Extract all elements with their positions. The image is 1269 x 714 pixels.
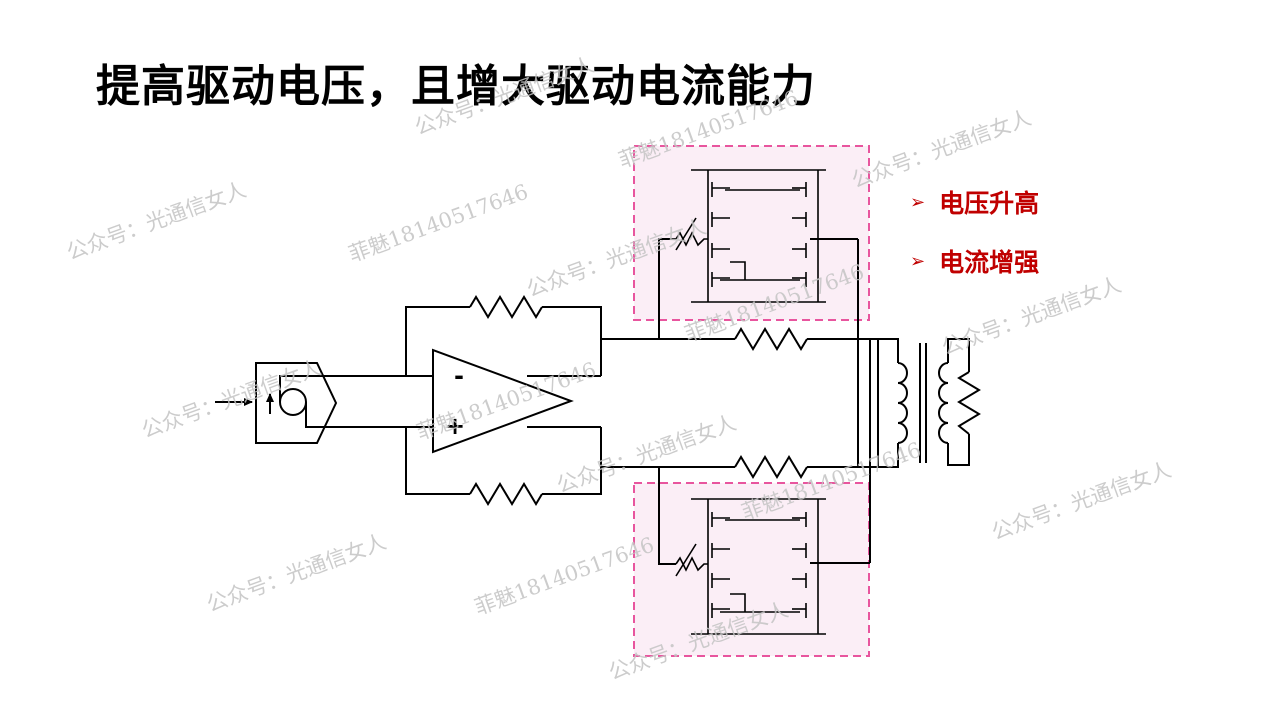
opamp-plus-label: + xyxy=(445,412,465,440)
top-series-resistor xyxy=(734,327,808,351)
top-driver-box xyxy=(633,145,870,321)
watermark-text: 公众号：光通信女人 xyxy=(139,356,325,443)
watermark-text: 菲魅18140517646 xyxy=(346,180,532,267)
bullet-item: ➢ 电压升高 xyxy=(910,182,1039,222)
watermark-text: 菲魅18140517646 xyxy=(472,533,658,620)
opamp-minus-label: - xyxy=(454,362,464,390)
watermark-text: 公众号：光通信女人 xyxy=(64,178,250,265)
arrowhead-bullet-icon: ➢ xyxy=(910,250,926,272)
bottom-driver-box xyxy=(633,482,870,657)
bullet-label: 电流增强 xyxy=(939,248,1040,277)
top-variable-resistor xyxy=(675,231,708,247)
bullet-label: 电压升高 xyxy=(939,189,1040,218)
bottom-driver-transistors xyxy=(675,498,826,635)
opamp-triangle xyxy=(432,348,574,454)
transformer xyxy=(878,338,981,468)
watermark-text: 公众号：光通信女人 xyxy=(204,530,390,617)
bottom-variable-resistor xyxy=(675,556,708,572)
load-resistor xyxy=(957,371,981,435)
top-driver-transistors xyxy=(675,169,826,303)
bullet-item: ➢ 电流增强 xyxy=(910,241,1039,281)
bottom-feedback-resistor xyxy=(469,482,543,506)
top-feedback-resistor xyxy=(469,295,543,319)
bottom-series-resistor xyxy=(734,455,808,479)
slide-title: 提高驱动电压，且增大驱动电流能力 xyxy=(96,61,816,112)
bullet-list: ➢ 电压升高 ➢ 电流增强 xyxy=(910,182,1039,300)
watermark-text: 公众号：光通信女人 xyxy=(412,53,598,140)
watermark-text: 公众号：光通信女人 xyxy=(849,106,1035,193)
watermark-text: 公众号：光通信女人 xyxy=(989,458,1175,545)
arrowhead-bullet-icon: ➢ xyxy=(910,191,926,213)
watermark-layer: 公众号：光通信女人 菲魅18140517646 公众号：光通信女人 菲魅1814… xyxy=(64,53,1175,685)
